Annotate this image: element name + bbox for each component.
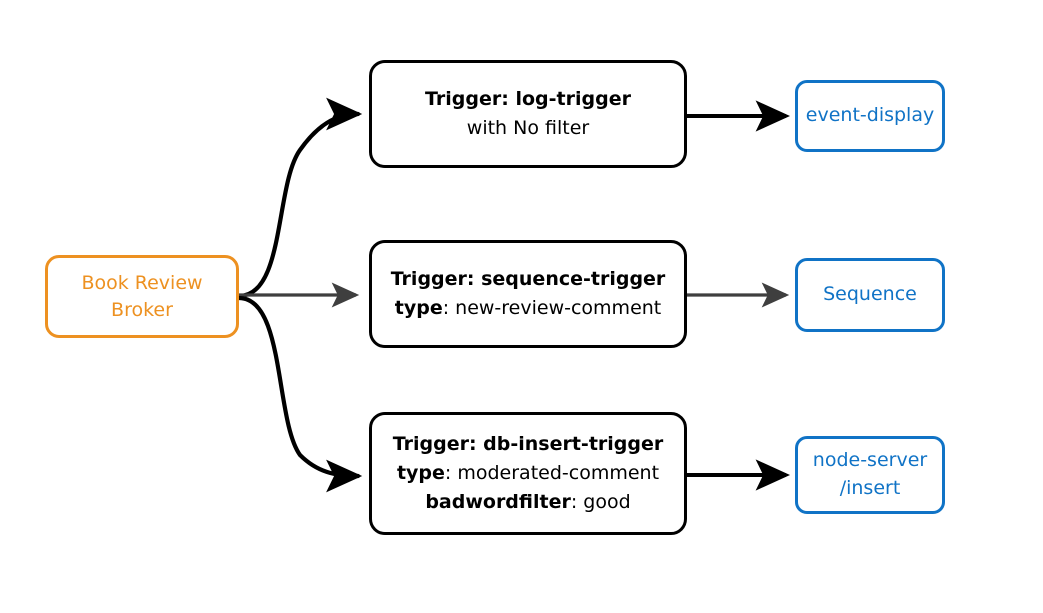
trigger-detail-key: type — [394, 297, 443, 319]
node-destination-node-server-insert[interactable]: node-server /insert — [795, 436, 945, 514]
broker-label-line1: Book Review — [81, 271, 203, 294]
node-book-review-broker[interactable]: Book Review Broker — [45, 255, 239, 338]
trigger-detail-row: badwordfilter: good — [425, 488, 630, 517]
edge-broker-to-db-insert-trigger — [236, 295, 363, 493]
trigger-detail-row: with No filter — [467, 114, 589, 143]
trigger-detail-value: : new-review-comment — [442, 297, 662, 319]
trigger-heading: Trigger: log-trigger — [425, 88, 631, 111]
node-trigger-sequence-trigger[interactable]: Trigger: sequence-trigger type: new-revi… — [369, 240, 687, 348]
trigger-heading: Trigger: db-insert-trigger — [392, 433, 664, 456]
trigger-heading: Trigger: sequence-trigger — [390, 268, 666, 291]
trigger-detail-row: type: new-review-comment — [395, 294, 662, 323]
trigger-detail-key: badwordfilter — [425, 490, 571, 513]
node-trigger-log-trigger[interactable]: Trigger: log-trigger with No filter — [369, 60, 687, 168]
trigger-detail-key: with No filter — [466, 117, 590, 139]
destination-label-line1: Sequence — [823, 283, 917, 306]
node-destination-sequence[interactable]: Sequence — [795, 258, 945, 332]
trigger-detail-row: type: moderated-comment — [397, 459, 659, 488]
destination-label-line2: /insert — [839, 477, 901, 499]
trigger-detail-value: : moderated-comment — [444, 462, 660, 485]
destination-label-line1: event-display — [805, 104, 935, 127]
trigger-detail-key: type — [396, 462, 445, 485]
trigger-detail-value: : good — [570, 490, 631, 513]
broker-label-line2: Broker — [111, 298, 173, 321]
node-destination-event-display[interactable]: event-display — [795, 80, 945, 152]
edge-broker-to-log-trigger — [236, 97, 363, 299]
node-trigger-db-insert-trigger[interactable]: Trigger: db-insert-trigger type: moderat… — [369, 412, 687, 535]
destination-label-line1: node-server — [812, 449, 928, 472]
